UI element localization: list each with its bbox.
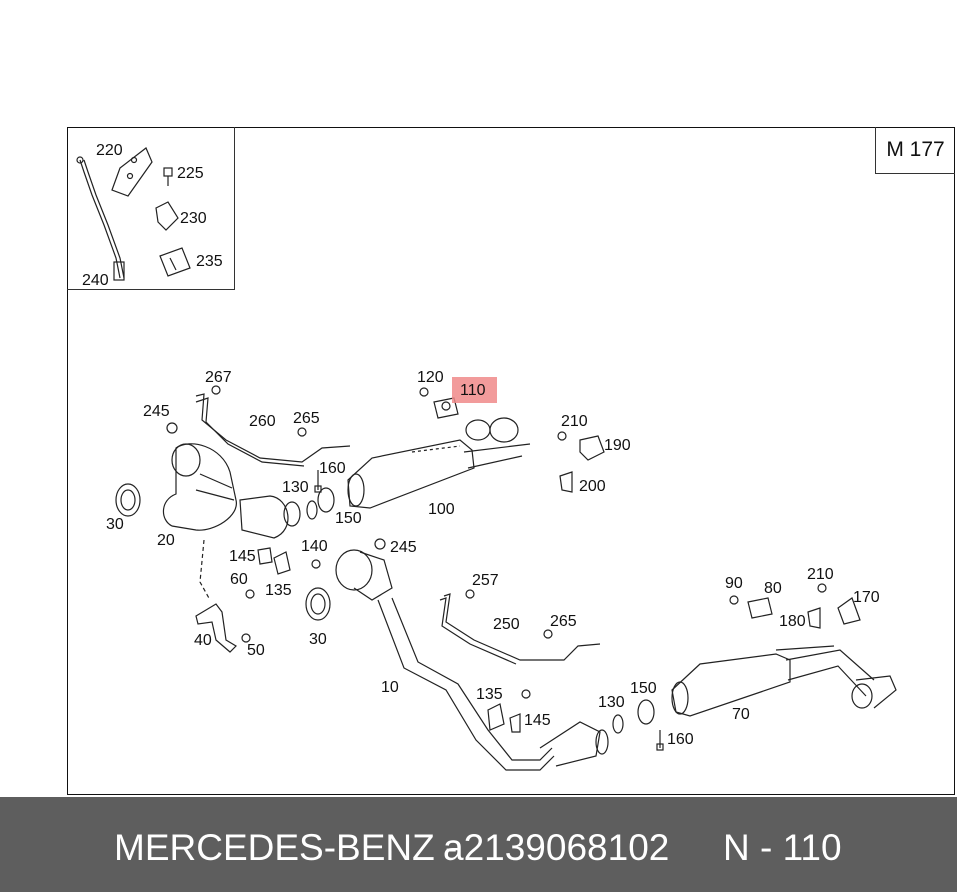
holder-235 — [159, 247, 191, 277]
hanger-80 — [747, 597, 773, 619]
label-100: 100 — [428, 501, 455, 518]
catalytic-converter-20 — [162, 443, 301, 539]
label-245-upper: 245 — [143, 403, 170, 420]
nut-90 — [729, 595, 739, 605]
nut-120 — [419, 387, 429, 397]
front-muffler-100 — [347, 417, 531, 509]
label-235: 235 — [196, 253, 223, 270]
nut-210-upper — [557, 431, 567, 441]
highlight-110 — [452, 377, 497, 403]
ring-130-lower — [612, 714, 624, 734]
clamp-150-lower — [637, 699, 655, 725]
clamp-150-upper — [317, 487, 335, 513]
pipe-line-260 — [166, 385, 351, 467]
label-150-lower: 150 — [630, 680, 657, 697]
ring-130-upper — [306, 500, 318, 520]
label-230: 230 — [180, 210, 207, 227]
label-110: 110 — [460, 382, 486, 399]
label-260: 260 — [249, 413, 276, 430]
clamp-30-right — [305, 587, 331, 621]
rear-muffler-70 — [671, 645, 897, 717]
label-210-lower: 210 — [807, 566, 834, 583]
label-145-left: 145 — [229, 548, 256, 565]
oxygen-sensor-240 — [76, 156, 125, 281]
label-10: 10 — [381, 679, 399, 696]
part-number: a2139068102 — [443, 827, 670, 868]
bracket-190 — [579, 435, 605, 461]
label-265-upper: 265 — [293, 410, 320, 427]
label-50: 50 — [247, 642, 265, 659]
clip-230 — [155, 201, 179, 231]
position-number: N - 110 — [723, 827, 842, 868]
label-257: 257 — [472, 572, 499, 589]
label-160-lower: 160 — [667, 731, 694, 748]
bracket-145-left — [257, 547, 273, 565]
label-30-left: 30 — [106, 516, 124, 533]
label-90: 90 — [725, 575, 743, 592]
label-30-right: 30 — [309, 631, 327, 648]
nut-210-lower — [817, 583, 827, 593]
front-pipe-10 — [335, 549, 609, 771]
label-150-upper: 150 — [335, 510, 362, 527]
sensor-bracket-220 — [111, 147, 153, 197]
screw-160-upper — [314, 470, 322, 493]
rubber-mount-180 — [807, 607, 821, 629]
sensor-inset-box — [67, 127, 235, 290]
footer-bar: MERCEDES-BENZ - a2139068102 N - 110 — [0, 797, 957, 892]
label-210-upper: 210 — [561, 413, 588, 430]
label-190: 190 — [604, 437, 631, 454]
label-40: 40 — [194, 632, 212, 649]
label-130-upper: 130 — [282, 479, 309, 496]
label-240: 240 — [82, 272, 109, 289]
label-135-right: 135 — [476, 686, 503, 703]
rubber-mount-200 — [559, 471, 573, 493]
label-160-upper: 160 — [319, 460, 346, 477]
bracket-170 — [837, 597, 861, 625]
label-225: 225 — [177, 165, 204, 182]
bracket-135-left — [273, 551, 291, 575]
brand-name: MERCEDES-BENZ - — [114, 827, 458, 868]
nut-245-lower — [374, 538, 386, 550]
screw-160-lower — [656, 730, 664, 751]
screw-225 — [163, 167, 173, 186]
label-267: 267 — [205, 369, 232, 386]
bracket-145-right — [509, 713, 521, 733]
bracket-40 — [195, 589, 255, 653]
label-220: 220 — [96, 142, 123, 159]
bracket-135-right — [487, 703, 505, 731]
diagram-frame — [67, 127, 955, 795]
label-130-lower: 130 — [598, 694, 625, 711]
label-265-lower: 265 — [550, 613, 577, 630]
label-200: 200 — [579, 478, 606, 495]
nut-135-right — [521, 689, 531, 699]
exhaust-system-drawing: 220 225 230 235 240 267 245 260 265 120 … — [76, 142, 897, 771]
label-60: 60 — [230, 571, 248, 588]
label-170: 170 — [853, 589, 880, 606]
pipe-line-250 — [439, 589, 601, 665]
label-80: 80 — [764, 580, 782, 597]
clamp-30-left — [115, 483, 141, 517]
label-20: 20 — [157, 532, 175, 549]
label-70: 70 — [732, 706, 750, 723]
label-120: 120 — [417, 369, 444, 386]
label-250: 250 — [493, 616, 520, 633]
label-135-left: 135 — [265, 582, 292, 599]
ring-140 — [311, 559, 321, 569]
hanger-110 — [433, 397, 459, 419]
label-145-right: 145 — [524, 712, 551, 729]
label-245-lower: 245 — [390, 539, 417, 556]
engine-model-label: M 177 — [875, 127, 955, 174]
label-180: 180 — [779, 613, 806, 630]
label-140: 140 — [301, 538, 328, 555]
